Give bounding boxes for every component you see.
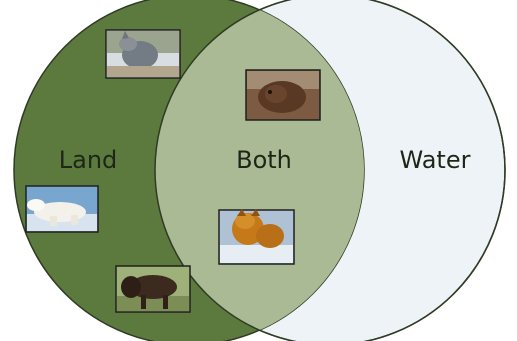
wolf-photo — [105, 29, 181, 79]
water-label: Water — [400, 146, 471, 174]
land-label: Land — [59, 146, 118, 174]
bison-photo — [115, 265, 191, 313]
beaver-photo — [245, 69, 321, 121]
water-circle-outline — [154, 0, 506, 341]
both-label: Both — [236, 146, 292, 174]
bear-fishing-photo — [218, 209, 295, 265]
polar-bear-photo — [25, 185, 99, 233]
